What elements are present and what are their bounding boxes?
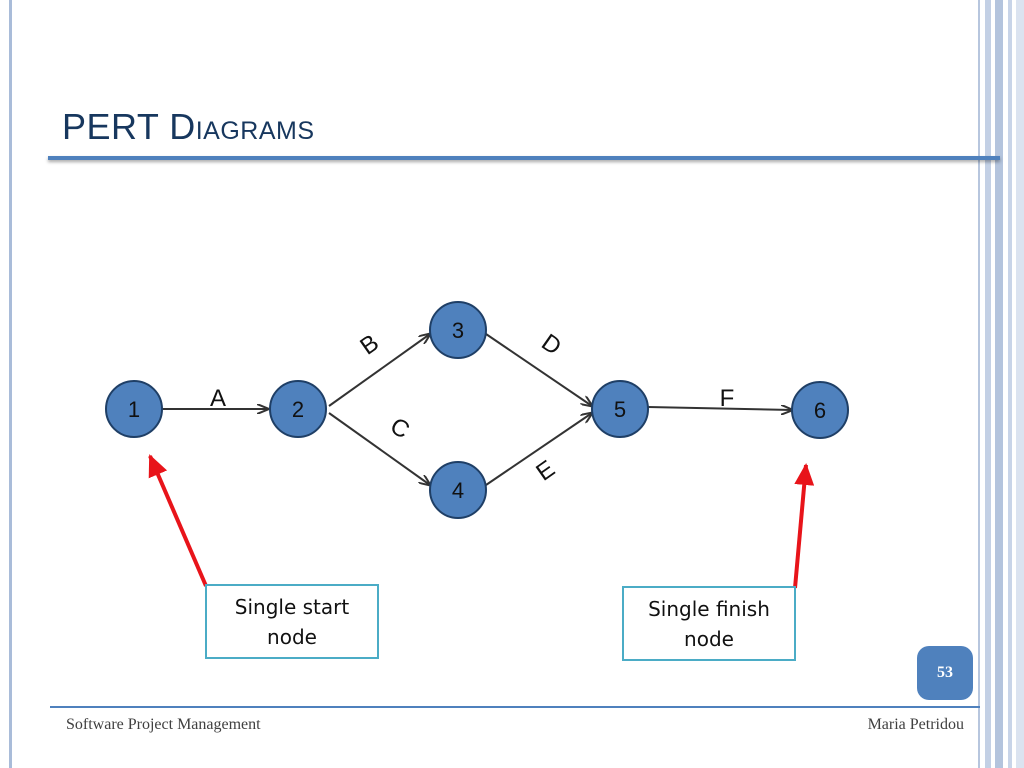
edge-label-b: B xyxy=(355,329,384,360)
footer-author: Maria Petridou xyxy=(867,716,964,733)
edge-label-e: E xyxy=(531,455,560,486)
left-frame-border xyxy=(0,0,12,768)
right-frame-stripe xyxy=(978,0,980,768)
edge-d: D xyxy=(485,329,592,406)
edge-label-f: F xyxy=(720,385,735,412)
edge-label-c: C xyxy=(385,412,414,444)
edge-b: B xyxy=(328,329,430,407)
single-finish-node-callout: Single finish node xyxy=(622,586,796,661)
footer-course-title: Software Project Management xyxy=(66,716,261,733)
node-4: 4 xyxy=(429,461,487,519)
start-pointer-arrow xyxy=(148,454,208,587)
edge-e: E xyxy=(485,413,592,487)
node-label: 2 xyxy=(292,397,304,422)
node-label: 1 xyxy=(128,397,140,422)
right-frame-stripe xyxy=(1008,0,1012,768)
node-label: 5 xyxy=(614,397,626,422)
edge-c: C xyxy=(328,412,430,485)
node-label: 6 xyxy=(814,398,826,423)
right-frame-stripe xyxy=(995,0,1003,768)
slide-title: PERT Diagrams xyxy=(62,106,315,147)
right-frame-stripe xyxy=(1016,0,1024,768)
node-label: 3 xyxy=(452,318,464,343)
title-underline xyxy=(48,156,1000,160)
edge-label-d: D xyxy=(536,329,566,361)
edge-label-a: A xyxy=(210,385,226,412)
footer-rule xyxy=(50,706,980,708)
node-label: 4 xyxy=(452,478,464,503)
right-frame-stripe xyxy=(985,0,991,768)
node-2: 2 xyxy=(269,380,327,438)
edge-f: F xyxy=(647,385,792,412)
node-5: 5 xyxy=(591,380,649,438)
single-start-node-callout: Single start node xyxy=(205,584,379,659)
node-6: 6 xyxy=(791,381,849,439)
node-3: 3 xyxy=(429,301,487,359)
finish-pointer-arrow xyxy=(793,463,815,589)
node-1: 1 xyxy=(105,380,163,438)
slide-number-badge: 53 xyxy=(917,646,973,700)
edge-a: A xyxy=(162,385,268,412)
